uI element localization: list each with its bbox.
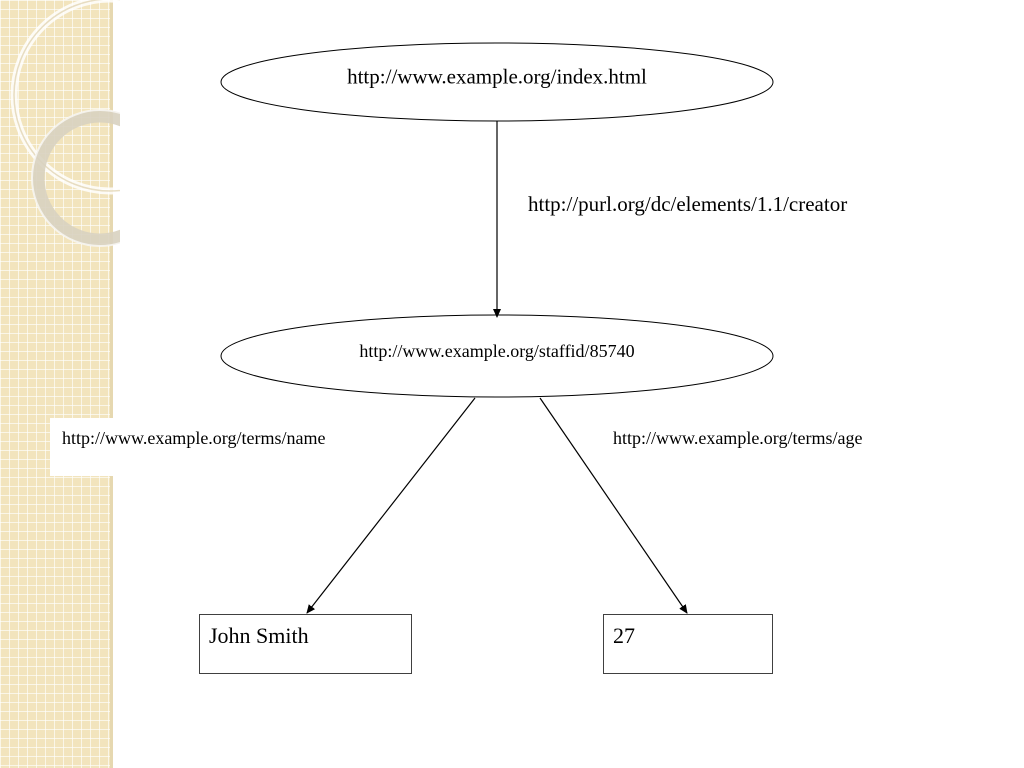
edge-creator-label: http://purl.org/dc/elements/1.1/creator	[528, 192, 848, 216]
ring-small-highlight	[31, 109, 120, 247]
node-name-value-box: John Smith	[199, 614, 412, 674]
node-age-value-box: 27	[603, 614, 773, 674]
node-staff-label: http://www.example.org/staffid/85740	[359, 341, 635, 361]
node-name-value-label: John Smith	[209, 623, 309, 648]
edge-age-label: http://www.example.org/terms/age	[613, 428, 863, 448]
edge-name-label: http://www.example.org/terms/name	[50, 418, 400, 476]
node-age-value-label: 27	[613, 623, 635, 648]
node-page-label: http://www.example.org/index.html	[347, 64, 647, 89]
decorative-rings	[10, 0, 120, 247]
edge-age-arrow	[539, 397, 688, 614]
ring-small	[31, 109, 120, 247]
edge-name-arrow	[306, 397, 476, 614]
ring-large-shadow	[13, 0, 120, 192]
